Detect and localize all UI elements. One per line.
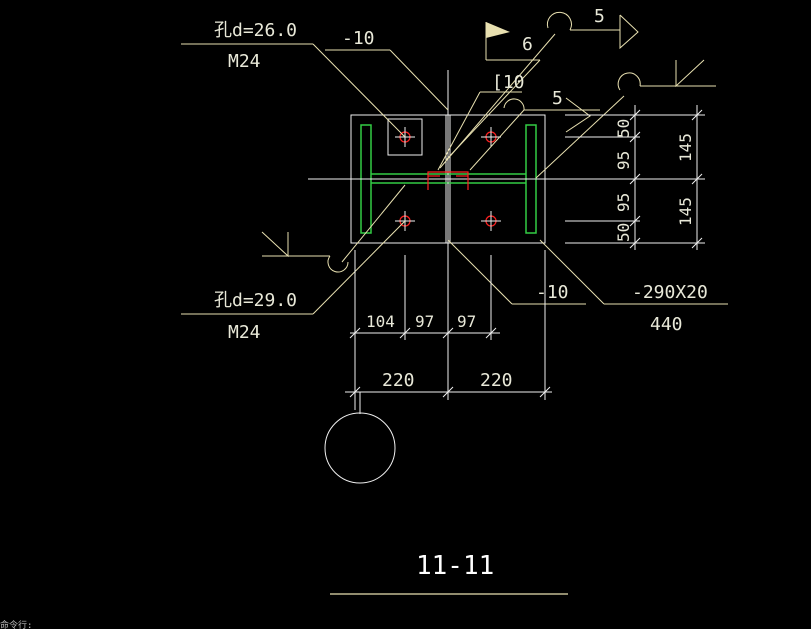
weld-flag — [486, 22, 510, 38]
channel-weld-symbol — [427, 171, 469, 190]
dim-bottom-104: 104 — [366, 312, 395, 331]
label-weld-flag: 6 — [522, 34, 533, 55]
weld-symbol-left — [261, 184, 406, 273]
label-plate-top: -10 — [342, 28, 375, 49]
dim-right-145a: 145 — [676, 133, 695, 162]
dim-bottom-220a: 220 — [382, 370, 415, 391]
leader-plate-top — [325, 49, 449, 111]
label-weld-mid: 5 — [552, 88, 563, 109]
section-circle — [324, 412, 396, 484]
label-bolt-top: M24 — [228, 51, 261, 72]
weld-symbol-top — [439, 11, 639, 169]
section-title: 11-11 — [416, 551, 494, 581]
leader-plate-bottom — [447, 239, 586, 305]
center-lines — [308, 70, 590, 300]
right-dimension-lines — [565, 105, 705, 250]
label-channel: [10 — [492, 72, 525, 93]
washer-square — [387, 118, 423, 156]
label-plate-length: 440 — [650, 314, 683, 335]
dim-bottom-220b: 220 — [480, 370, 513, 391]
bottom-dimension-lines — [345, 250, 552, 410]
bolt-holes — [395, 127, 501, 231]
label-plate-size: -290X20 — [632, 282, 708, 303]
dim-right-50a: 50 — [614, 119, 633, 138]
dim-right-50b: 50 — [614, 223, 633, 242]
leader-hole-top — [181, 43, 406, 138]
command-line-status: 命令行: — [0, 621, 33, 629]
dim-right-145b: 145 — [676, 197, 695, 226]
leader-hole-bottom — [181, 220, 406, 315]
leader-channel — [437, 91, 522, 171]
section-marker — [324, 392, 396, 484]
label-weld-top: 5 — [594, 6, 605, 27]
label-plate-bottom: -10 — [536, 282, 569, 303]
label-hole-bottom: 孔d=29.0 — [214, 290, 297, 311]
dim-right-95a: 95 — [614, 151, 633, 170]
dim-right-95b: 95 — [614, 193, 633, 212]
dim-bottom-97b: 97 — [457, 312, 476, 331]
leader-plate-size — [539, 239, 728, 305]
label-hole-top: 孔d=26.0 — [214, 20, 297, 41]
weld-symbol-mid — [469, 97, 600, 171]
dim-bottom-97a: 97 — [415, 312, 434, 331]
label-bolt-bottom: M24 — [228, 322, 261, 343]
